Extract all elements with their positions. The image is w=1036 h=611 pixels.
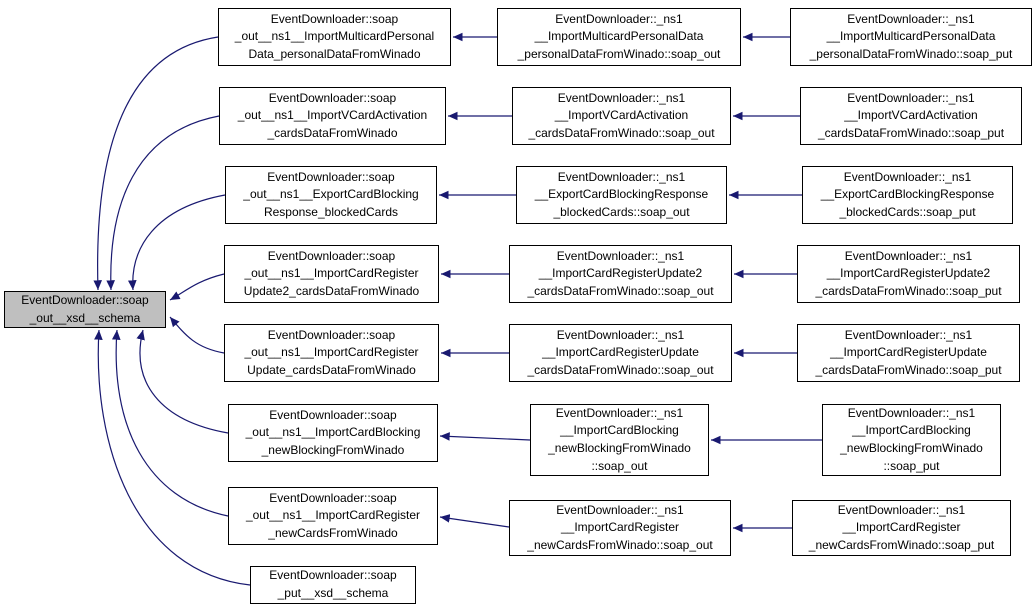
node-import-card-register-update2-soap-out[interactable]: EventDownloader::_ns1 __ImportCardRegist… (509, 245, 732, 303)
node-export-card-blocking-response-soap-put[interactable]: EventDownloader::_ns1 __ExportCardBlocki… (802, 166, 1013, 224)
node-soap-out-export-card-blocking-response[interactable]: EventDownloader::soap _out__ns1__ExportC… (225, 166, 437, 224)
node-import-card-register-update2-soap-put[interactable]: EventDownloader::_ns1 __ImportCardRegist… (797, 245, 1020, 303)
node-import-multicard-personal-data-soap-out[interactable]: EventDownloader::_ns1 __ImportMulticardP… (497, 8, 741, 66)
node-import-vcard-activation-soap-put[interactable]: EventDownloader::_ns1 __ImportVCardActiv… (800, 87, 1022, 145)
node-soap-out-xsd-schema[interactable]: EventDownloader::soap _out__xsd__schema (4, 291, 166, 328)
node-soap-out-import-vcard-activation[interactable]: EventDownloader::soap _out__ns1__ImportV… (219, 87, 446, 145)
node-import-card-register-update-soap-out[interactable]: EventDownloader::_ns1 __ImportCardRegist… (509, 324, 732, 382)
node-import-card-register-soap-out[interactable]: EventDownloader::_ns1 __ImportCardRegist… (509, 500, 731, 556)
node-import-card-blocking-soap-out[interactable]: EventDownloader::_ns1 __ImportCardBlocki… (530, 404, 709, 476)
node-import-card-register-update-soap-put[interactable]: EventDownloader::_ns1 __ImportCardRegist… (797, 324, 1020, 382)
node-soap-put-xsd-schema[interactable]: EventDownloader::soap _put__xsd__schema (250, 566, 416, 604)
node-soap-out-import-card-blocking[interactable]: EventDownloader::soap _out__ns1__ImportC… (228, 404, 438, 462)
node-soap-out-import-card-register-update[interactable]: EventDownloader::soap _out__ns1__ImportC… (224, 324, 439, 382)
node-soap-out-import-card-register-update2[interactable]: EventDownloader::soap _out__ns1__ImportC… (224, 245, 439, 303)
node-import-multicard-personal-data-soap-put[interactable]: EventDownloader::_ns1 __ImportMulticardP… (790, 8, 1032, 66)
node-import-card-blocking-soap-put[interactable]: EventDownloader::_ns1 __ImportCardBlocki… (822, 404, 1001, 476)
node-import-vcard-activation-soap-out[interactable]: EventDownloader::_ns1 __ImportVCardActiv… (512, 87, 731, 145)
node-import-card-register-soap-put[interactable]: EventDownloader::_ns1 __ImportCardRegist… (792, 500, 1011, 556)
node-export-card-blocking-response-soap-out[interactable]: EventDownloader::_ns1 __ExportCardBlocki… (516, 166, 727, 224)
node-soap-out-import-multicard-personal-data[interactable]: EventDownloader::soap _out__ns1__ImportM… (218, 8, 451, 66)
node-soap-out-import-card-register[interactable]: EventDownloader::soap _out__ns1__ImportC… (228, 487, 438, 545)
